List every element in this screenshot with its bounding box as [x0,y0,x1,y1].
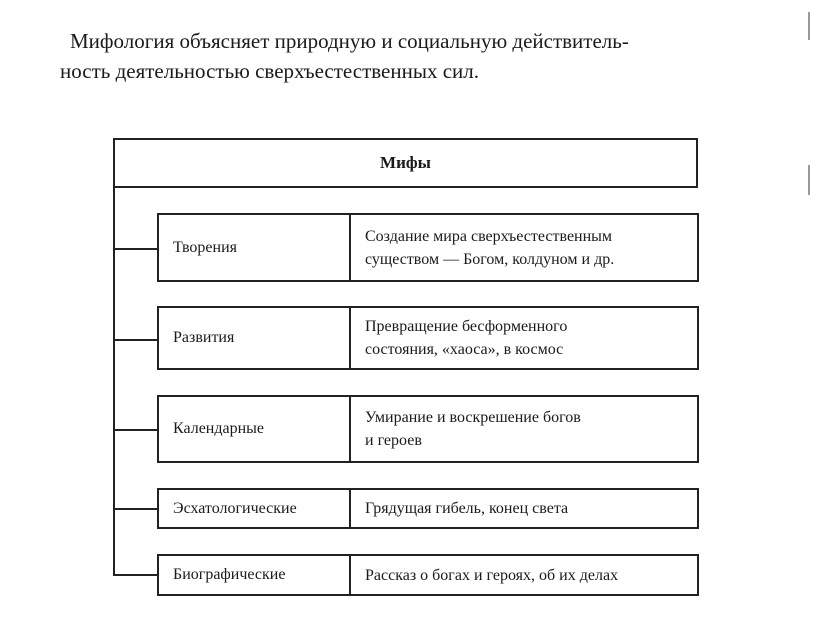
myth-desc-line: Умирание и воскрешение богов [365,409,581,426]
myth-row-eschatological: Эсхатологические Грядущая гибель, конец … [157,488,699,529]
myth-desc-line: Создание мира сверхъестественным [365,227,613,245]
connector-trunk [113,186,115,575]
scan-edge-mark [808,12,810,40]
myth-row-biographical: Биографические Рассказ о богах и героях,… [157,554,699,596]
intro-paragraph: Мифология объясняет природную и социальн… [60,26,750,86]
myth-type-cell: Эсхатологические [159,490,351,527]
connector-branch-5 [113,574,159,576]
connector-branch-3 [113,429,159,431]
myth-type-label: Календарные [173,420,265,437]
myth-desc-line: состояния, «хаоса», в космос [365,341,564,358]
myth-desc-line: и героев [365,432,422,449]
diagram-title-box: Мифы [113,138,698,188]
myth-desc-cell: Создание мира сверхъестественным существ… [351,215,697,280]
connector-branch-4 [113,508,159,510]
diagram-title: Мифы [380,153,431,172]
myth-desc-cell: Рассказ о богах и героях, об их делах [351,556,697,594]
connector-branch-1 [113,248,159,250]
myth-row-creation: Творения Создание мира сверхъестественны… [157,213,699,282]
myth-desc-cell: Грядущая гибель, конец света [351,490,697,527]
connector-branch-2 [113,339,159,341]
myth-desc-line: Превращение бесформенного [365,318,568,335]
myth-type-label: Развития [173,329,235,346]
myth-desc-line: Грядущая гибель, конец света [365,500,569,517]
myth-type-label: Творения [173,238,238,256]
myth-type-cell: Календарные [159,397,351,461]
myth-type-label: Эсхатологические [173,499,297,517]
intro-line-1: Мифология объясняет природную и социальн… [70,29,629,53]
myth-type-cell: Биографические [159,556,351,594]
myth-desc-cell: Умирание и воскрешение богов и героев [351,397,697,461]
myth-type-cell: Творения [159,215,351,280]
myth-desc-cell: Превращение бесформенного состояния, «ха… [351,308,697,368]
myth-type-label: Биографические [173,566,286,583]
myth-type-cell: Развития [159,308,351,368]
myth-row-development: Развития Превращение бесформенного состо… [157,306,699,370]
scan-edge-mark [808,165,810,195]
myth-row-calendar: Календарные Умирание и воскрешение богов… [157,395,699,463]
intro-line-2: ность деятельностью сверхъестественных с… [60,59,479,83]
myth-desc-line: существом — Богом, колдуном и др. [365,250,615,268]
myth-desc-line: Рассказ о богах и героях, об их делах [365,566,619,584]
